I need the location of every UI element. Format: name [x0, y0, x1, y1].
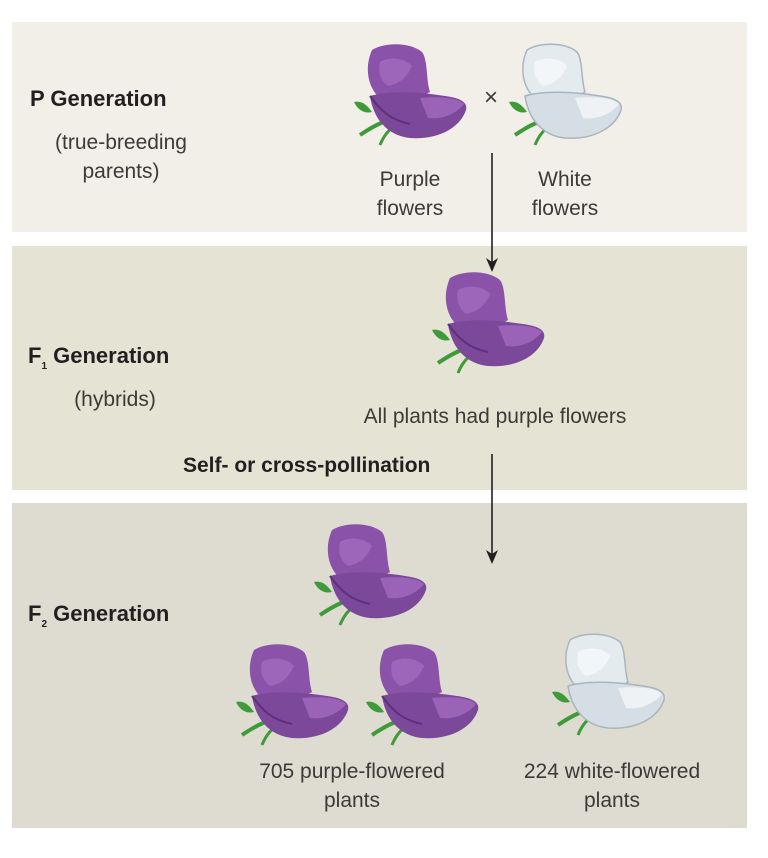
pollination-label: Self- or cross-pollination [183, 454, 431, 477]
white-parent-caption-line2: flowers [531, 197, 599, 220]
f2-white-caption-line2: plants [583, 789, 641, 812]
purple-parent-caption-line2: flowers [376, 197, 444, 220]
f2-white-flower-icon [552, 633, 666, 736]
purple-flower-icon [354, 44, 467, 146]
purple-parent-caption-line1: Purple [379, 168, 441, 191]
f1-generation-title: F1 Generation [28, 343, 170, 372]
f2-white-caption-line1: 224 white-flowered [523, 760, 701, 783]
f2-purple-flower-right-icon [366, 644, 479, 746]
p-generation-note-line2: parents) [82, 160, 160, 183]
f1-generation-panel [12, 246, 747, 490]
white-flower-icon [509, 43, 623, 146]
f1-generation-note: (hybrids) [74, 388, 156, 411]
cross-symbol: × [484, 84, 499, 111]
f2-generation-title: F2 Generation [28, 601, 170, 630]
white-parent-caption-line1: White [538, 168, 592, 191]
f2-purple-flower-top-icon [314, 524, 427, 626]
f1-caption: All plants had purple flowers [363, 405, 627, 428]
p-generation-title: P Generation [30, 86, 167, 111]
f2-purple-caption-line1: 705 purple-flowered [259, 760, 445, 783]
f1-purple-flower-icon [432, 272, 545, 374]
arrowhead-f1-to-f2 [486, 550, 498, 564]
p-generation-note-line1: (true-breeding [55, 131, 187, 154]
arrowhead-p-to-f1 [486, 258, 498, 272]
f2-purple-caption-line2: plants [323, 789, 381, 812]
f2-purple-flower-left-icon [236, 644, 349, 746]
